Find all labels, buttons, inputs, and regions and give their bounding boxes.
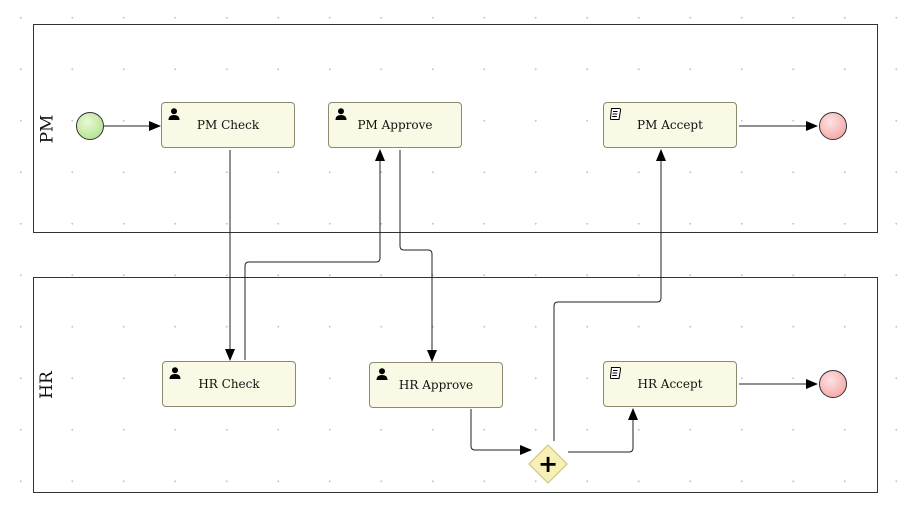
- pool-pm[interactable]: PM: [33, 24, 878, 233]
- task-pm-check-label: PM Check: [196, 118, 260, 132]
- task-pm-check[interactable]: PM Check: [161, 102, 295, 148]
- task-pm-approve-label: PM Approve: [357, 118, 433, 132]
- task-pm-accept[interactable]: PM Accept: [603, 102, 737, 148]
- task-hr-accept-label: HR Accept: [637, 377, 703, 391]
- script-icon: [609, 367, 622, 379]
- task-hr-check-label: HR Check: [198, 377, 260, 391]
- user-icon: [376, 368, 388, 380]
- start-event[interactable]: [76, 112, 104, 140]
- flow-hr-check-to-pm-approve: [244, 149, 385, 360]
- flow-gateway-to-pm-accept: [553, 149, 666, 441]
- task-pm-approve[interactable]: PM Approve: [328, 102, 462, 148]
- task-hr-approve[interactable]: HR Approve: [369, 362, 503, 408]
- task-pm-accept-label: PM Accept: [637, 118, 703, 132]
- user-icon: [169, 367, 181, 379]
- flow-hr-approve-to-gateway: [470, 409, 532, 455]
- task-hr-approve-label: HR Approve: [398, 378, 474, 392]
- user-icon: [335, 108, 347, 120]
- script-icon: [609, 108, 622, 120]
- hr-end-event[interactable]: [819, 370, 847, 398]
- user-icon: [168, 108, 180, 120]
- task-hr-accept[interactable]: HR Accept: [603, 361, 737, 407]
- pool-hr[interactable]: HR: [33, 277, 878, 493]
- pm-end-event[interactable]: [819, 112, 847, 140]
- task-hr-check[interactable]: HR Check: [162, 361, 296, 407]
- flow-pm-approve-to-hr-approve: [399, 150, 437, 362]
- flow-gateway-to-hr-accept: [568, 408, 638, 453]
